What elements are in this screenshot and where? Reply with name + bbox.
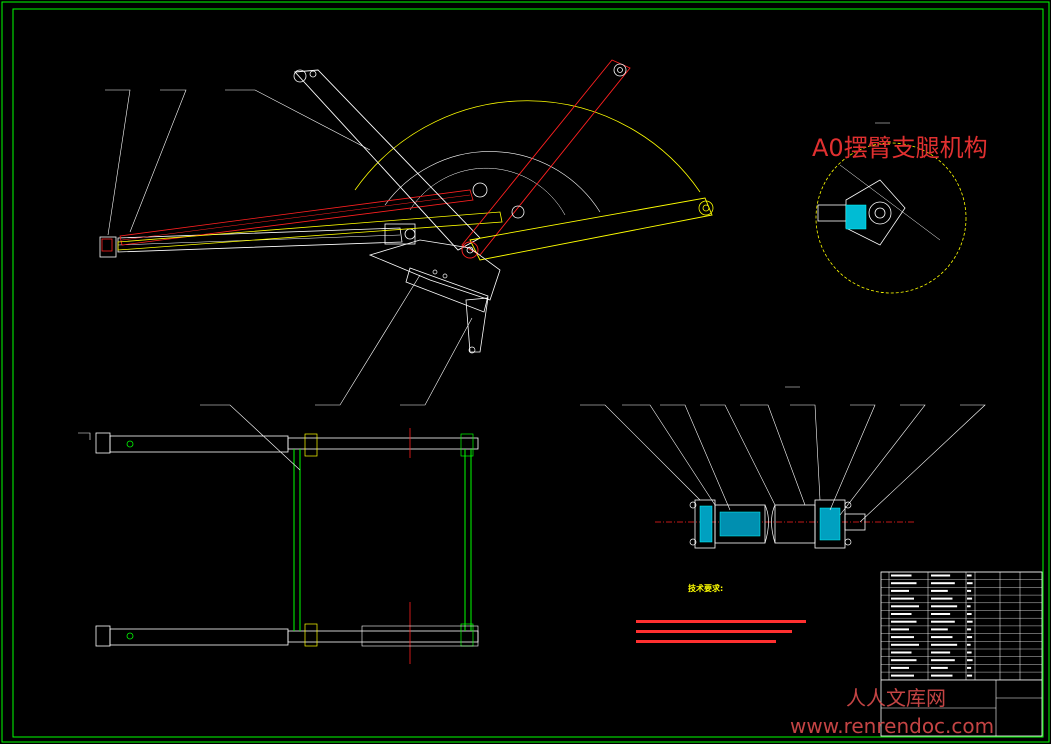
bom-cell-text bbox=[967, 628, 972, 631]
bom-cell-text bbox=[931, 605, 958, 608]
bom-cell-text bbox=[891, 605, 919, 608]
bom-cell-text bbox=[967, 613, 972, 615]
bom-cell-text bbox=[931, 582, 955, 585]
mount-bracket bbox=[368, 239, 501, 301]
watermark-line1: 人人文库网 bbox=[846, 686, 946, 710]
swing-arc bbox=[354, 100, 701, 193]
bom-cell-text bbox=[931, 597, 953, 600]
bom-cell-text bbox=[967, 589, 972, 592]
bom-cell-text bbox=[891, 643, 919, 646]
bom-cell-text bbox=[931, 636, 953, 639]
drawing-title: A0摆臂支腿机构 bbox=[812, 134, 988, 162]
base-mount bbox=[99, 236, 117, 258]
bom-cell-text bbox=[891, 613, 912, 615]
detail-view bbox=[815, 142, 967, 294]
bom-cell-text bbox=[931, 628, 948, 631]
bom-cell-text bbox=[967, 643, 971, 646]
swing-arm-yellow bbox=[469, 197, 713, 261]
top-beam bbox=[95, 432, 111, 454]
bom-cell-text bbox=[931, 574, 951, 577]
bom-cell-text bbox=[967, 582, 973, 585]
bom-cell-text bbox=[891, 582, 917, 585]
bom-cell-text bbox=[931, 643, 958, 646]
bom-cell-text bbox=[967, 636, 973, 639]
bom-cell-text bbox=[967, 651, 972, 654]
bom-cell-text bbox=[891, 574, 912, 577]
bom-cell-text bbox=[891, 659, 917, 662]
bom-cell-text bbox=[891, 597, 914, 600]
bom-cell-text bbox=[931, 620, 955, 623]
bottom-beam bbox=[95, 625, 111, 647]
bom-cell-text bbox=[967, 659, 973, 662]
swing-arm-red bbox=[461, 59, 631, 256]
bom-cell-text bbox=[967, 666, 972, 669]
bom-cell-text bbox=[891, 620, 917, 623]
bom-cell-text bbox=[931, 589, 948, 592]
support-leg bbox=[405, 267, 489, 313]
main-side-view bbox=[99, 59, 714, 406]
technical-notes bbox=[636, 620, 806, 643]
bom-cell-text bbox=[891, 628, 909, 631]
section-view bbox=[580, 122, 986, 549]
bom-cell-text bbox=[891, 589, 909, 592]
bom-cell-text bbox=[967, 574, 972, 577]
bom-cell-text bbox=[891, 651, 912, 654]
bom-cell-text bbox=[967, 674, 973, 677]
bom-cell-text bbox=[967, 620, 973, 623]
watermark-line2: www.renrendoc.com bbox=[790, 714, 995, 738]
bom-cell-text bbox=[891, 674, 914, 677]
bom-cell-text bbox=[931, 659, 955, 662]
pivot-hub bbox=[461, 241, 479, 259]
bom-cell-text bbox=[967, 605, 971, 608]
bom-cell-text bbox=[931, 674, 953, 677]
inner-frame bbox=[12, 8, 1044, 738]
bom-cell-text bbox=[891, 666, 909, 669]
bom-cell-text bbox=[891, 636, 914, 639]
swing-arc-inner bbox=[384, 151, 601, 213]
title-block bbox=[880, 571, 1043, 737]
bom-cell-text bbox=[931, 651, 951, 654]
technical-requirements-heading: 技术要求: bbox=[688, 584, 724, 593]
bom-cell-text bbox=[931, 666, 948, 669]
bom-cell-text bbox=[967, 597, 973, 600]
plan-view bbox=[78, 404, 479, 664]
detail-circle bbox=[815, 142, 967, 294]
bom-cell-text bbox=[931, 613, 951, 615]
swing-arm-upper bbox=[294, 69, 481, 251]
